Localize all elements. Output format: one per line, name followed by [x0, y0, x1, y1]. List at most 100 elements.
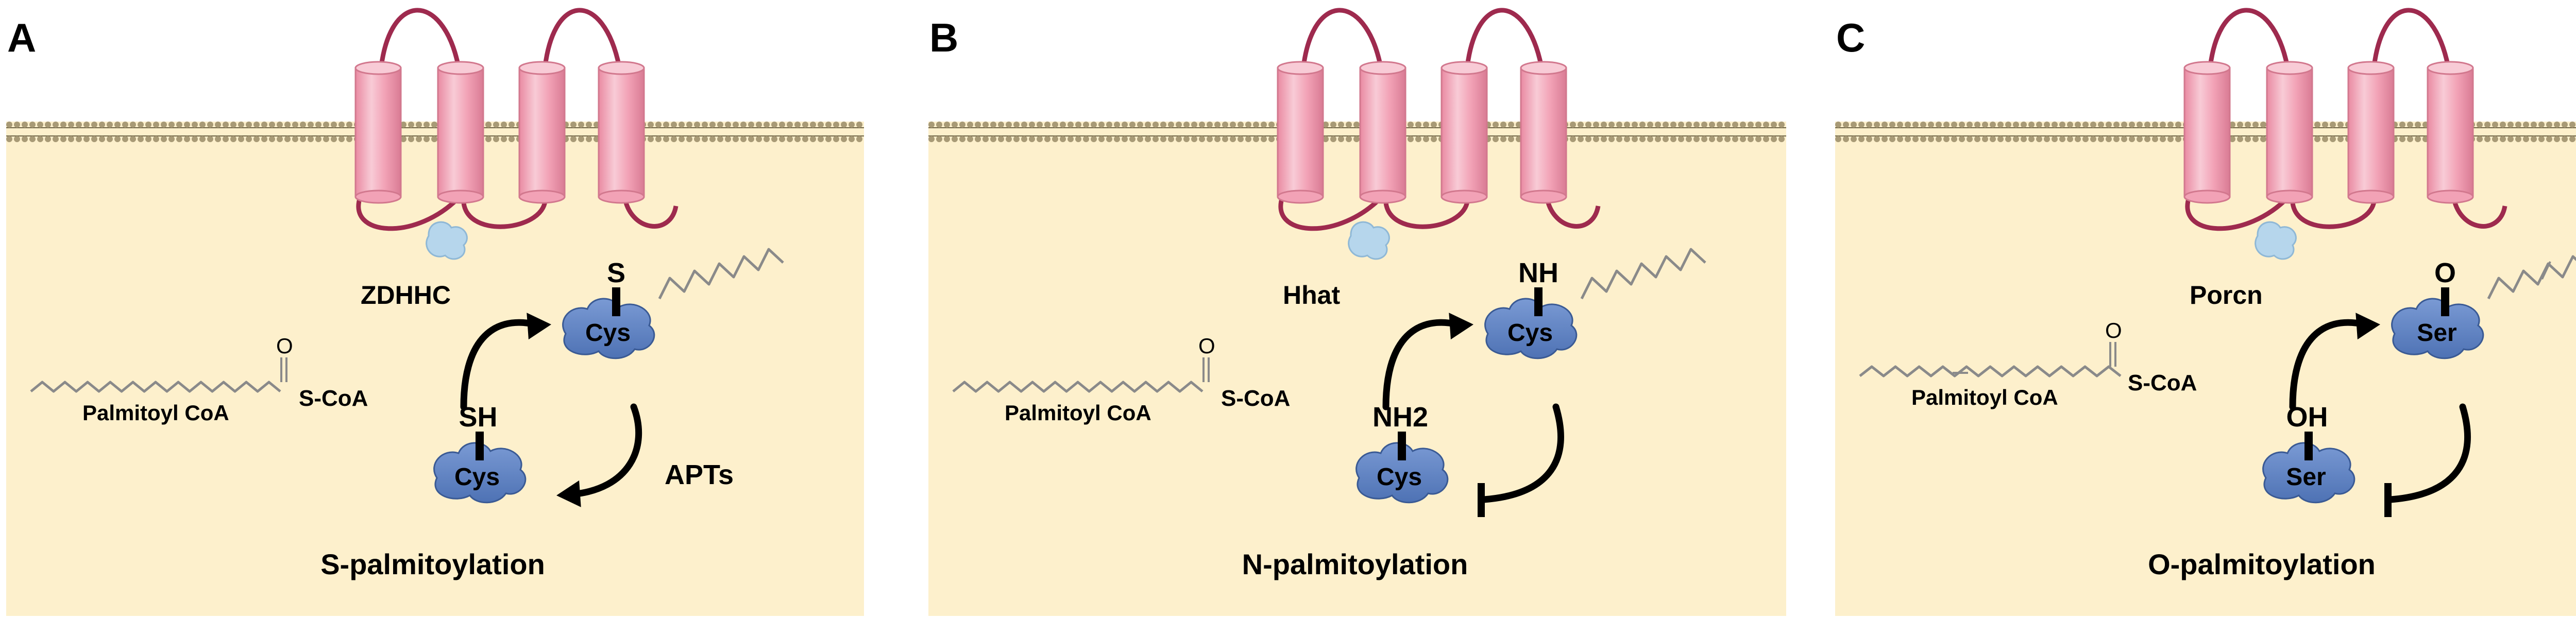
- palmitoyl-coa-label: Palmitoyl CoA: [1911, 385, 2058, 409]
- membrane-lipid-head: [1508, 122, 1514, 128]
- membrane-lipid-head: [1897, 122, 1903, 128]
- membrane-lipid-head: [1044, 136, 1050, 142]
- membrane-lipid-head: [2137, 122, 2143, 128]
- membrane-lipid-head: [1624, 136, 1630, 142]
- membrane-lipid-head: [315, 122, 321, 128]
- membrane-lipid-head: [841, 136, 847, 142]
- panel-letter: C: [1836, 15, 1865, 60]
- enzyme-transmembrane: [1277, 8, 1601, 260]
- membrane-lipid-head: [2028, 122, 2035, 128]
- membrane-lipid-head: [45, 136, 51, 142]
- membrane-lipid-head: [1145, 136, 1151, 142]
- membrane-lipid-head: [300, 122, 306, 128]
- membrane-lipid-head: [493, 136, 499, 142]
- acyl-chain-attached: [658, 248, 784, 300]
- membrane-lipid-head: [1967, 122, 1973, 128]
- product-group-label: O: [2434, 258, 2456, 288]
- membrane-lipid-head: [841, 122, 847, 128]
- membrane-lipid-head: [2013, 136, 2019, 142]
- membrane-lipid-head: [1616, 122, 1622, 128]
- membrane-lipid-head: [1889, 136, 1895, 142]
- membrane-lipid-head: [338, 136, 345, 142]
- membrane-lipid-head: [2337, 122, 2344, 128]
- panel-letter: B: [929, 15, 958, 60]
- membrane-lipid-head: [277, 136, 283, 142]
- membrane-lipid-head: [2098, 122, 2104, 128]
- extracellular-loop: [1464, 8, 1544, 78]
- membrane-lipid-head: [1724, 122, 1731, 128]
- membrane-lipid-head: [2484, 122, 2490, 128]
- membrane-lipid-head: [1423, 122, 1429, 128]
- membrane-lipid-head: [2075, 136, 2081, 142]
- membrane-lipid-head: [779, 122, 785, 128]
- membrane-lipid-head: [1013, 136, 1020, 142]
- membrane-lipid-head: [1639, 122, 1646, 128]
- membrane-lipid-head: [1778, 122, 1785, 128]
- membrane-lipid-head: [1500, 122, 1506, 128]
- membrane-lipid-head: [975, 122, 981, 128]
- membrane-lipid-head: [1778, 136, 1785, 142]
- membrane-lipid-head: [1740, 122, 1746, 128]
- membrane-lipid-head: [1920, 122, 1926, 128]
- membrane-lipid-head: [1245, 122, 1251, 128]
- membrane-lipid-head: [2137, 136, 2143, 142]
- membrane-lipid-head: [238, 136, 244, 142]
- membrane-lipid-head: [1678, 136, 1684, 142]
- membrane-lipid-head: [1905, 136, 1911, 142]
- membrane-lipid-head: [1153, 122, 1159, 128]
- membrane-lipid-head: [748, 136, 754, 142]
- membrane-lipid-head: [1601, 122, 1607, 128]
- membrane-lipid-head: [1268, 122, 1275, 128]
- membrane-lipid-head: [2090, 136, 2096, 142]
- membrane-lipid-head: [423, 136, 430, 142]
- membrane-lipid-head: [76, 122, 82, 128]
- membrane-lipid-head: [1114, 136, 1120, 142]
- membrane-lipid-head: [1323, 136, 1329, 142]
- membrane-lipid-head: [509, 136, 515, 142]
- membrane-lipid-head: [1570, 136, 1576, 142]
- product-residue-label: Cys: [1507, 319, 1553, 347]
- membrane-lipid-head: [586, 122, 592, 128]
- membrane-lipid-head: [199, 122, 206, 128]
- membrane-lipid-head: [114, 122, 121, 128]
- membrane-lipid-head: [176, 122, 182, 128]
- membrane-lipid-head: [1578, 136, 1584, 142]
- acyl-chain-saturated: [952, 381, 1204, 393]
- coa-label: S-CoA: [2128, 370, 2197, 396]
- membrane-lipid-head: [1408, 122, 1414, 128]
- membrane-lipid-head: [1253, 136, 1259, 142]
- membrane-lipid-head: [802, 136, 808, 142]
- membrane-lipid-head: [323, 136, 329, 142]
- membrane-lipid-head: [1763, 136, 1769, 142]
- membrane-lipid-head: [2477, 136, 2483, 142]
- membrane-lipid-head: [192, 122, 198, 128]
- membrane-lipid-head: [1160, 136, 1166, 142]
- transmembrane-helix: [1359, 61, 1406, 204]
- membrane-lipid-head: [733, 122, 739, 128]
- intracellular-loop: [1278, 194, 1385, 231]
- membrane-lipid-head: [2160, 122, 2166, 128]
- membrane-lipid-head: [663, 136, 669, 142]
- membrane-lipid-head: [176, 136, 182, 142]
- membrane-lipid-head: [1882, 136, 1888, 142]
- membrane-lipid-head: [1098, 136, 1105, 142]
- membrane-lipid-head: [1006, 136, 1012, 142]
- membrane-lipid-head: [1701, 122, 1707, 128]
- product-group-label: S: [607, 258, 625, 288]
- membrane-lipid-head: [2245, 122, 2251, 128]
- membrane-lipid-head: [756, 136, 762, 142]
- membrane-lipid-head: [1709, 136, 1715, 142]
- membrane-lipid-head: [1353, 136, 1360, 142]
- membrane-lipid-head: [1732, 122, 1738, 128]
- membrane-lipid-head: [825, 136, 832, 142]
- membrane-lipid-head: [2167, 122, 2174, 128]
- cytoplasm-background: [928, 122, 1786, 616]
- membrane-lipid-head: [1835, 136, 1841, 142]
- membrane-lipid-head: [1330, 136, 1336, 142]
- membrane-lipid-head: [338, 122, 345, 128]
- transmembrane-helix: [518, 61, 566, 204]
- cofactor-blob: [2255, 221, 2297, 260]
- transmembrane-helix: [598, 61, 645, 204]
